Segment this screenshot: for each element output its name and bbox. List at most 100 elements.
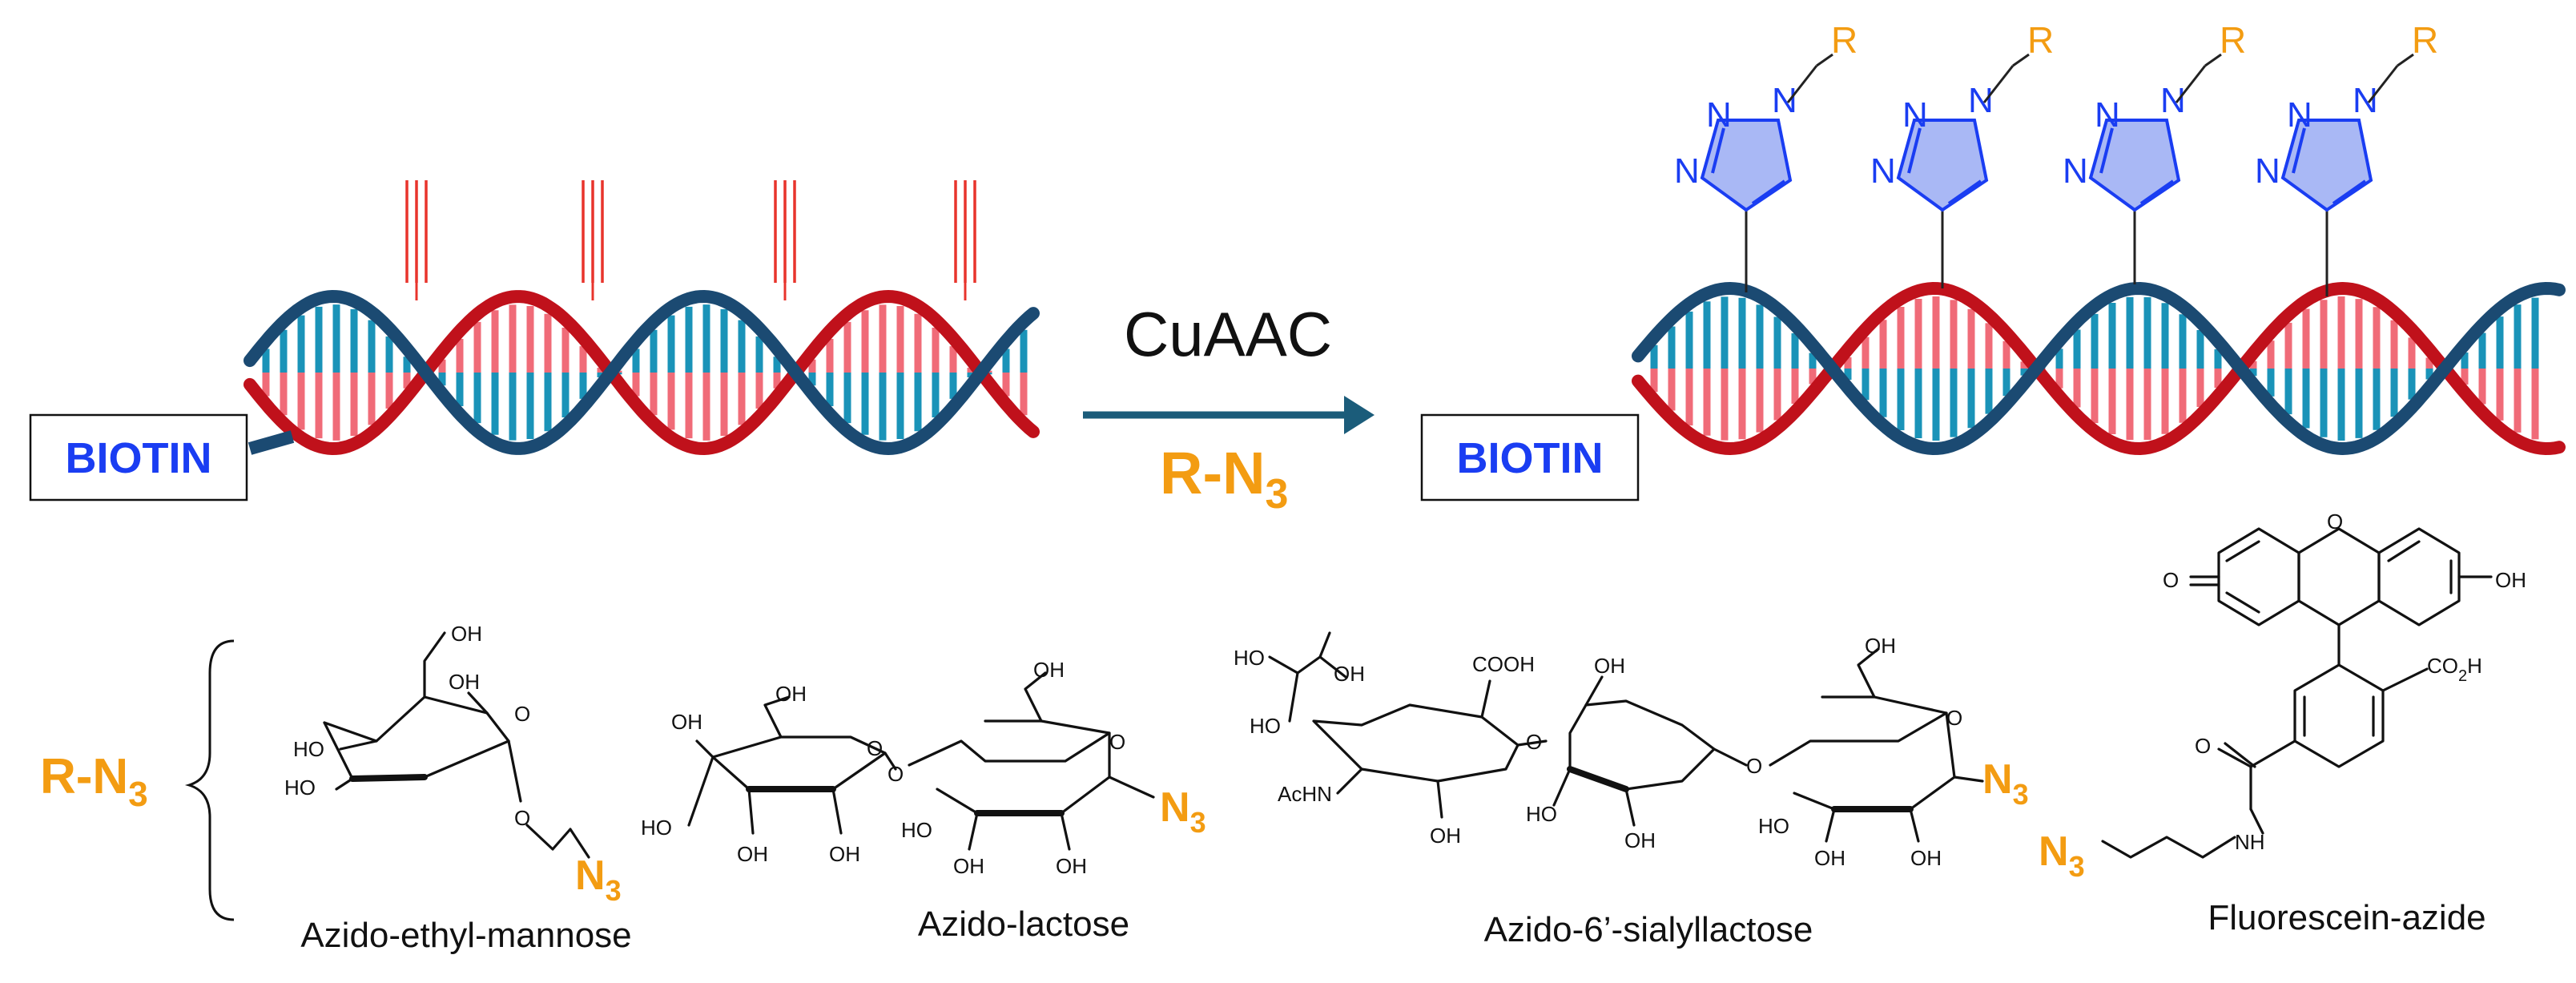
svg-text:OH: OH <box>671 710 702 734</box>
svg-text:OH: OH <box>1056 854 1087 878</box>
reaction-name: CuAAC <box>1124 299 1332 369</box>
svg-text:OH: OH <box>775 682 807 706</box>
molecule-azido-lactose: OH OH HO OH OH O O OH HO OH OH O N3 Azid… <box>641 658 1206 944</box>
triazole-double-bond <box>2332 179 2367 205</box>
r-label: R <box>2412 19 2438 61</box>
svg-text:O: O <box>514 702 530 726</box>
r-bond <box>2367 65 2399 103</box>
triazole-n-label: N <box>2095 95 2120 135</box>
svg-text:OH: OH <box>1910 846 1942 870</box>
svg-text:R-N3: R-N3 <box>40 749 148 814</box>
triazole-ring <box>1896 119 1989 212</box>
svg-text:CO2H: CO2H <box>2427 654 2482 685</box>
svg-text:OH: OH <box>1033 658 1065 682</box>
svg-text:N3: N3 <box>2039 828 2085 883</box>
svg-text:HO: HO <box>641 816 672 840</box>
r-bond <box>1982 65 2015 103</box>
svg-text:AcHN: AcHN <box>1278 782 1332 806</box>
r-label: R <box>2220 19 2246 61</box>
caption-fluorescein-azide: Fluorescein-azide <box>2208 898 2485 937</box>
svg-text:HO: HO <box>1234 646 1265 670</box>
triazole-n-label: N <box>2353 81 2378 120</box>
r-bond <box>1786 65 1818 103</box>
svg-text:HO: HO <box>901 818 932 842</box>
svg-text:OH: OH <box>449 670 480 694</box>
biotin-label-right: BIOTIN <box>1457 434 1604 482</box>
molecule-azido-6-sialyllactose: HO OH HO AcHN OH COOH O OH HO OH O OH HO… <box>1234 631 2029 949</box>
r-bond <box>2397 53 2414 67</box>
svg-text:O: O <box>2195 734 2211 758</box>
triazole-n-label: N <box>1902 95 1928 135</box>
triazole-n-label: N <box>2255 151 2280 191</box>
group-label: R-N3 <box>40 639 235 921</box>
svg-text:OH: OH <box>1594 654 1625 678</box>
triazole-ring <box>1700 119 1793 212</box>
svg-text:N3: N3 <box>575 852 622 907</box>
triazole-double-bond <box>1751 179 1786 205</box>
svg-text:HO: HO <box>1250 714 1281 738</box>
r-bond <box>1816 53 1833 67</box>
svg-text:OH: OH <box>737 842 768 866</box>
svg-text:HO: HO <box>284 776 316 800</box>
r-label: R <box>1831 19 1858 61</box>
triazole-n-label: N <box>1870 151 1896 191</box>
svg-text:COOH: COOH <box>1472 652 1535 676</box>
molecule-azido-ethyl-mannose: OH OH HO HO O O N3 Azido-ethyl-mannose <box>284 622 632 955</box>
triazole-n-label: N <box>2160 81 2186 120</box>
caption-azido-6-sialyllactose: Azido-6’-sialyllactose <box>1484 910 1813 949</box>
triazole-ring <box>2088 119 2181 212</box>
triazole-double-bond <box>1907 127 1922 174</box>
caption-azido-lactose: Azido-lactose <box>918 904 1129 944</box>
svg-text:O: O <box>2327 510 2343 534</box>
dna-right-strand-navy <box>1632 281 2566 456</box>
dna-left-strand-red <box>244 289 1040 456</box>
svg-text:N3: N3 <box>1982 756 2029 811</box>
biotin-tag-left: BIOTIN <box>29 413 248 502</box>
svg-text:OH: OH <box>953 854 984 878</box>
svg-text:OH: OH <box>829 842 860 866</box>
dna-left <box>244 180 1040 456</box>
svg-text:O: O <box>888 762 904 786</box>
svg-text:O: O <box>1746 754 1762 778</box>
svg-text:HO: HO <box>1758 814 1789 838</box>
triazole-n-label: N <box>2063 151 2088 191</box>
reagent-label: R-N3 <box>1160 440 1288 518</box>
triazole-ring <box>2280 119 2373 212</box>
svg-text:HO: HO <box>293 737 324 761</box>
svg-text:OH: OH <box>1624 828 1656 852</box>
svg-text:OH: OH <box>1334 662 1365 686</box>
svg-text:OH: OH <box>2495 568 2526 592</box>
svg-text:N3: N3 <box>1160 784 1206 839</box>
triazole-n-label: N <box>1706 95 1732 135</box>
reaction-arrow: CuAAC R-N3 <box>1083 299 1375 518</box>
triazole-double-bond <box>2292 127 2306 174</box>
dna-left-strand-navy <box>244 289 1040 456</box>
r-bond <box>2175 65 2207 103</box>
svg-text:O: O <box>867 736 883 760</box>
svg-text:OH: OH <box>451 622 482 646</box>
svg-text:O: O <box>1109 730 1125 754</box>
dna-right-strand-red <box>1632 281 2566 456</box>
triazole-double-bond <box>2139 179 2175 205</box>
dna-right <box>1632 281 2566 456</box>
triazole-n-label: N <box>1772 81 1797 120</box>
r-label: R <box>2027 19 2054 61</box>
svg-text:HO: HO <box>1526 802 1557 826</box>
molecule-fluorescein-azide: O O OH CO2H O NH N3 Fluorescein-azide <box>2039 510 2526 937</box>
svg-text:OH: OH <box>1430 824 1461 848</box>
dna-left-tail <box>248 430 295 455</box>
svg-text:OH: OH <box>1814 846 1845 870</box>
triazole-double-bond <box>1711 127 1725 174</box>
triazole-n-label: N <box>2287 95 2312 135</box>
biotin-label-left: BIOTIN <box>66 434 212 482</box>
r-bond <box>2204 53 2222 67</box>
biotin-tag-right: BIOTIN <box>1420 413 1640 502</box>
triazole-double-bond <box>2099 127 2114 174</box>
svg-text:O: O <box>1526 730 1542 754</box>
svg-text:O: O <box>1946 706 1962 730</box>
triazole-n-label: N <box>1968 81 1994 120</box>
svg-text:NH: NH <box>2235 830 2265 854</box>
